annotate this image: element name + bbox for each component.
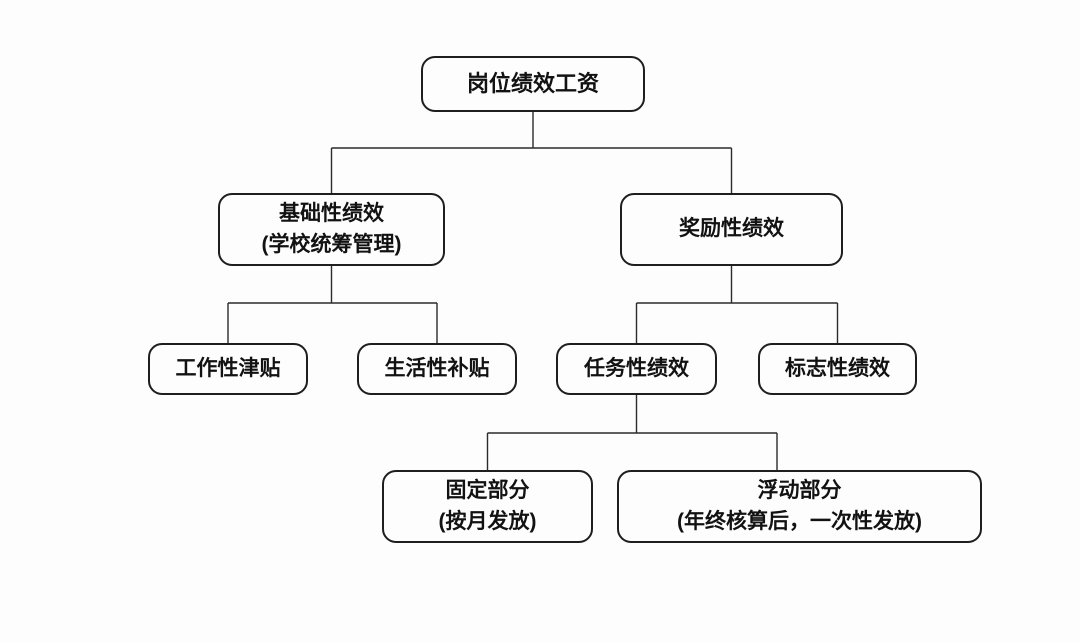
node-label: 基础性绩效 (279, 202, 384, 226)
connector-renwu-to-children (486, 395, 778, 470)
node-incentive-performance: 奖励性绩效 (620, 193, 843, 266)
node-sublabel: (按月发放) (438, 509, 537, 533)
node-sublabel: (年终核算后，一次性发放) (677, 509, 922, 533)
node-label: 生活性补贴 (384, 356, 490, 380)
node-label: 标志性绩效 (785, 356, 890, 380)
node-post-performance-salary: 岗位绩效工资 (421, 56, 645, 112)
node-label: 奖励性绩效 (679, 217, 784, 241)
node-basic-performance: 基础性绩效 (学校统筹管理) (218, 193, 445, 266)
node-floating-part: 浮动部分 (年终核算后，一次性发放) (617, 470, 982, 543)
connector-jichu-to-children (227, 266, 438, 343)
node-label: 工作性津贴 (175, 356, 281, 380)
node-landmark-performance: 标志性绩效 (758, 343, 917, 395)
node-fixed-part: 固定部分 (按月发放) (382, 470, 593, 543)
connector-jiangli-to-children (635, 266, 839, 343)
node-label: 固定部分 (445, 479, 530, 503)
node-task-performance: 任务性绩效 (556, 343, 717, 395)
node-label: 浮动部分 (757, 479, 842, 503)
node-sublabel: (学校统筹管理) (261, 232, 402, 256)
node-living-subsidy: 生活性补贴 (357, 343, 517, 395)
node-work-allowance: 工作性津贴 (148, 343, 308, 395)
node-label: 任务性绩效 (584, 356, 689, 380)
connector-root-to-level2 (330, 112, 733, 193)
node-label: 岗位绩效工资 (466, 71, 599, 97)
